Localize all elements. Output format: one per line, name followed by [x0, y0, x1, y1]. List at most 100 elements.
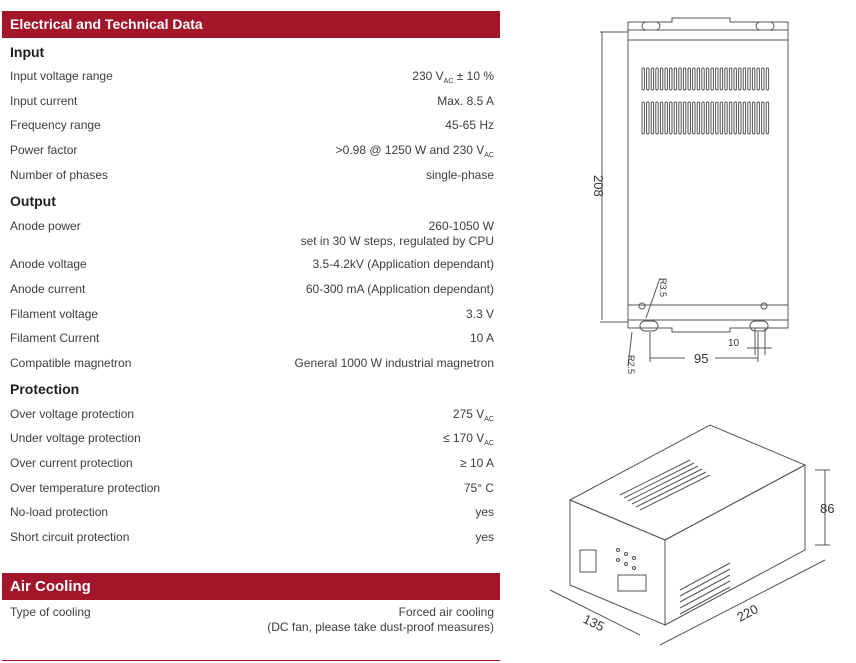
spec-label: Input current: [10, 94, 78, 108]
vent-slot: [733, 67, 737, 91]
dim-135: 135: [581, 611, 607, 634]
spec-value: single-phase: [425, 168, 494, 182]
value-text: >0.98 @ 1250 W and 230 V: [335, 143, 485, 157]
vent-slot: [761, 67, 765, 91]
vent-slot: [747, 67, 751, 91]
isometric-drawing: 86 135 220: [549, 424, 834, 646]
vent-slot: [682, 67, 687, 91]
vent-slot: [765, 101, 770, 135]
vent-slot: [724, 101, 728, 135]
fan-grille: [679, 562, 731, 615]
spec-value: 60-300 mA (Application dependant): [305, 282, 494, 296]
vent-slot: [751, 67, 756, 91]
vent-slot: [701, 67, 705, 91]
spec-label: Type of cooling: [10, 605, 91, 619]
top-view-drawing: 208 95 10 R3.5 R2.5: [591, 17, 789, 374]
value-text: Forced air cooling: [398, 605, 494, 619]
value-subscript: AC: [484, 416, 494, 423]
vent-slot: [692, 67, 696, 91]
vent-slot: [673, 101, 678, 135]
vent-slot: [705, 101, 710, 135]
spec-value: yes: [475, 530, 494, 544]
vent-slot: [742, 101, 747, 135]
divider: [2, 660, 500, 661]
vent-slots: [641, 67, 770, 135]
spec-label: Frequency range: [10, 118, 101, 132]
value-text: (DC fan, please take dust-proof measures…: [267, 620, 494, 634]
vent-slot: [664, 101, 668, 135]
vent-slot: [751, 101, 756, 135]
vent-slot: [724, 67, 728, 91]
vent-slot: [705, 67, 710, 91]
vent-slot: [710, 101, 714, 135]
output-heading: Output: [10, 193, 56, 209]
vent-slot: [659, 67, 664, 91]
vent-slot: [738, 101, 742, 135]
vent-slot: [738, 67, 742, 91]
spec-value: 10 A: [469, 331, 494, 345]
value-text: 275 V: [452, 407, 485, 421]
vent-slot: [687, 101, 691, 135]
vent-slot: [650, 101, 655, 135]
value-text: 260-1050 W: [428, 219, 494, 233]
vent-slot: [641, 101, 645, 135]
spec-label: Over current protection: [10, 456, 133, 470]
value-subscript: AC: [443, 78, 454, 85]
spec-label: Short circuit protection: [10, 530, 130, 544]
value-text: ± 10 %: [453, 69, 494, 83]
vent-slot: [715, 67, 719, 91]
vent-slot: [715, 101, 719, 135]
vent-slot: [756, 67, 760, 91]
vent-slot: [756, 101, 760, 135]
vent-slot: [728, 101, 733, 135]
spec-value: 3.3 V: [465, 307, 494, 321]
spec-value: 230 VAC ± 10 %: [412, 69, 494, 86]
dim-10: 10: [728, 338, 740, 349]
vent-slot: [682, 101, 687, 135]
protection-heading: Protection: [10, 381, 80, 397]
vent-slot: [669, 101, 673, 135]
spec-label: Power factor: [10, 143, 78, 157]
spec-label: Compatible magnetron: [10, 356, 132, 370]
vent-slot: [669, 67, 673, 91]
spec-value: yes: [475, 505, 494, 519]
value-text: ≤ 170 V: [442, 431, 485, 445]
spec-label: Over voltage protection: [10, 407, 135, 421]
vent-slot: [641, 67, 645, 91]
spec-value: 75° C: [463, 481, 494, 495]
vent-slot: [733, 101, 737, 135]
spec-value: 45-65 Hz: [445, 118, 494, 132]
cooling-header: Air Cooling: [2, 573, 500, 600]
dim-95: 95: [694, 351, 708, 366]
vent-slot: [692, 101, 696, 135]
spec-label: Anode power: [10, 219, 81, 233]
dim-r25: R2.5: [626, 355, 636, 374]
spec-value: General 1000 W industrial magnetron: [294, 356, 494, 370]
value-subscript: AC: [484, 440, 494, 447]
vent-slot: [659, 101, 664, 135]
vent-slot: [710, 67, 714, 91]
vent-slot: [646, 101, 650, 135]
dim-86: 86: [820, 501, 834, 516]
vent-slot: [761, 101, 765, 135]
vent-slot: [696, 67, 701, 91]
vent-slot: [719, 101, 724, 135]
spec-label: Number of phases: [10, 168, 109, 182]
spec-value: >0.98 @ 1250 W and 230 VAC: [336, 143, 494, 160]
spec-value: 275 VAC: [453, 407, 494, 424]
vent-slot: [687, 67, 691, 91]
vent-slot: [701, 101, 705, 135]
vent-slot: [678, 67, 682, 91]
spec-value: ≥ 10 A: [460, 456, 494, 470]
spec-label: Under voltage protection: [10, 431, 141, 445]
dim-208: 208: [591, 175, 606, 197]
spec-label: Anode voltage: [10, 257, 87, 271]
spec-value: Forced air cooling(DC fan, please take d…: [267, 605, 494, 635]
vent-slot: [696, 101, 701, 135]
value-text: 230 V: [412, 69, 444, 83]
value-text: set in 30 W steps, regulated by CPU: [300, 234, 494, 248]
vent-slot: [655, 67, 659, 91]
vent-slot: [646, 67, 650, 91]
value-subscript: AC: [484, 152, 494, 159]
